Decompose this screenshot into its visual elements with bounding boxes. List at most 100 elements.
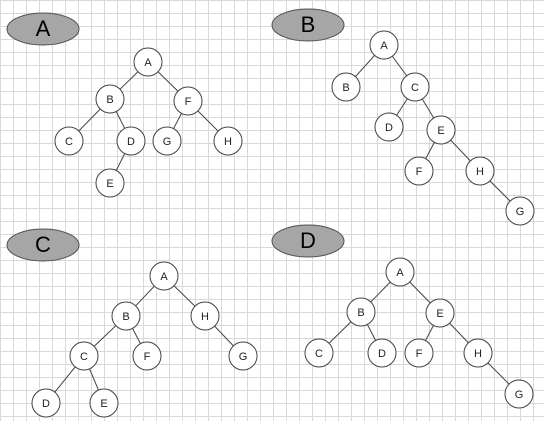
node-panel-a-c: C (54, 126, 84, 156)
node-label: E (106, 178, 113, 190)
node-panel-d-d: D (367, 338, 397, 368)
node-circle (111, 301, 141, 331)
node-label: F (144, 351, 151, 363)
node-panel-c-b: B (111, 301, 141, 331)
node-label: A (144, 57, 152, 69)
node-circle (385, 257, 415, 287)
node-label: E (436, 308, 443, 320)
node-panel-c-f: F (132, 341, 162, 371)
node-label: G (516, 206, 525, 218)
node-circle (69, 341, 99, 371)
node-label: G (239, 351, 248, 363)
node-panel-a-g: G (152, 126, 182, 156)
node-label: D (385, 122, 393, 134)
node-label: H (201, 311, 209, 323)
node-label: B (106, 94, 113, 106)
node-circle (331, 72, 361, 102)
node-panel-c-h: H (190, 301, 220, 331)
node-label: F (416, 348, 423, 360)
node-circle (213, 126, 243, 156)
node-label: B (357, 307, 364, 319)
node-circle (425, 298, 455, 328)
panel-label-b: B (271, 8, 345, 42)
node-label: C (411, 82, 419, 94)
node-circle (89, 388, 119, 418)
node-circle (31, 388, 61, 418)
node-panel-d-h: H (463, 338, 493, 368)
panel-label-b-text: B (301, 12, 316, 37)
node-panel-d-e: E (425, 298, 455, 328)
node-circle (304, 338, 334, 368)
node-circle (404, 156, 434, 186)
node-panel-d-g: G (504, 379, 534, 409)
node-panel-a-h: H (213, 126, 243, 156)
panel-label-d-text: D (300, 228, 316, 253)
node-circle (426, 115, 456, 145)
node-circle (132, 341, 162, 371)
panel-label-c: C (6, 228, 80, 262)
node-panel-b-b: B (331, 72, 361, 102)
node-label: C (315, 348, 323, 360)
node-panel-b-d: D (374, 112, 404, 142)
node-circle (400, 72, 430, 102)
node-panel-b-c: C (400, 72, 430, 102)
node-label: G (515, 389, 524, 401)
node-label: H (476, 166, 484, 178)
node-circle (505, 196, 535, 226)
node-panel-b-f: F (404, 156, 434, 186)
node-panel-a-e: E (95, 168, 125, 198)
node-circle (367, 338, 397, 368)
node-circle (465, 156, 495, 186)
node-label: E (100, 398, 107, 410)
node-panel-d-a: A (385, 257, 415, 287)
node-panel-c-g: G (228, 341, 258, 371)
node-circle (116, 126, 146, 156)
node-label: A (380, 40, 388, 52)
node-circle (404, 338, 434, 368)
node-panel-c-a: A (149, 261, 179, 291)
panel-label-d: D (271, 224, 345, 258)
node-circle (152, 126, 182, 156)
node-label: D (378, 348, 386, 360)
node-panel-d-c: C (304, 338, 334, 368)
node-circle (54, 126, 84, 156)
node-circle (369, 30, 399, 60)
node-label: G (163, 136, 172, 148)
node-label: A (160, 271, 168, 283)
node-circle (190, 301, 220, 331)
panel-label-c-text: C (35, 232, 51, 257)
node-panel-a-b: B (95, 84, 125, 114)
node-circle (463, 338, 493, 368)
node-panel-c-e: E (89, 388, 119, 418)
node-panel-b-a: A (369, 30, 399, 60)
node-panel-b-h: H (465, 156, 495, 186)
node-panel-d-f: F (404, 338, 434, 368)
node-circle (149, 261, 179, 291)
panel-label-a-text: A (36, 16, 51, 41)
node-label: D (42, 398, 50, 410)
node-label: F (416, 166, 423, 178)
node-label: H (224, 136, 232, 148)
node-panel-d-b: B (346, 297, 376, 327)
node-panel-b-e: E (426, 115, 456, 145)
node-panel-a-d: D (116, 126, 146, 156)
node-circle (95, 168, 125, 198)
node-circle (133, 47, 163, 77)
node-circle (173, 86, 203, 116)
node-label: B (122, 311, 129, 323)
node-panel-c-c: C (69, 341, 99, 371)
node-panel-b-g: G (505, 196, 535, 226)
node-label: B (342, 82, 349, 94)
node-label: H (474, 348, 482, 360)
node-label: A (396, 267, 404, 279)
node-circle (504, 379, 534, 409)
node-label: C (65, 136, 73, 148)
node-circle (346, 297, 376, 327)
node-label: C (80, 351, 88, 363)
node-circle (95, 84, 125, 114)
node-circle (374, 112, 404, 142)
node-panel-c-d: D (31, 388, 61, 418)
panel-label-a: A (6, 12, 80, 46)
